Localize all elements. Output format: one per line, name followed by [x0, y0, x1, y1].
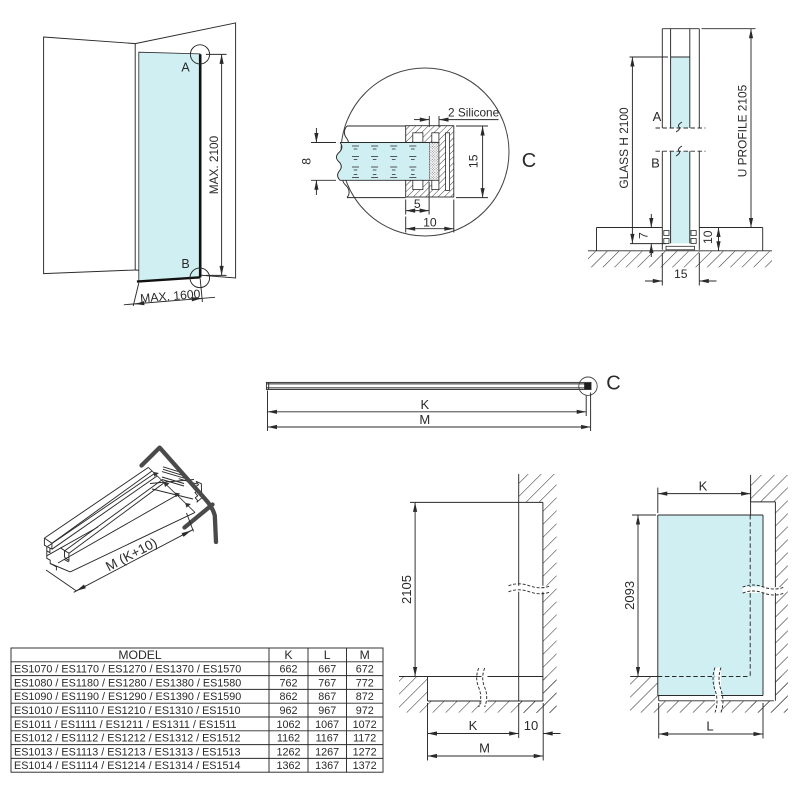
- svg-text:C: C: [606, 373, 620, 395]
- svg-text:1262: 1262: [276, 746, 300, 758]
- svg-text:MAX. 1600: MAX. 1600: [140, 287, 201, 306]
- svg-text:10: 10: [423, 215, 437, 229]
- svg-text:U PROFILE 2105: U PROFILE 2105: [736, 84, 750, 177]
- svg-text:10: 10: [701, 230, 715, 244]
- svg-text:2093: 2093: [622, 581, 637, 610]
- svg-text:L: L: [706, 719, 713, 734]
- svg-text:B: B: [181, 257, 189, 271]
- svg-text:ES1070 / ES1170 / ES1270 / ES1: ES1070 / ES1170 / ES1270 / ES1370 / ES15…: [14, 664, 241, 676]
- svg-text:C: C: [522, 150, 536, 172]
- svg-text:MODEL: MODEL: [118, 648, 162, 662]
- svg-text:ES1090 / ES1190 / ES1290 / ES1: ES1090 / ES1190 / ES1290 / ES1390 / ES15…: [14, 691, 241, 703]
- svg-text:1067: 1067: [315, 719, 339, 731]
- svg-text:MAX. 2100: MAX. 2100: [207, 135, 221, 194]
- svg-text:K: K: [420, 397, 429, 412]
- svg-text:1072: 1072: [353, 719, 377, 731]
- svg-text:1162: 1162: [277, 733, 300, 745]
- svg-text:872: 872: [356, 691, 374, 703]
- svg-text:1367: 1367: [315, 760, 339, 772]
- svg-text:L: L: [324, 648, 331, 662]
- svg-text:1167: 1167: [316, 733, 339, 745]
- svg-text:7: 7: [636, 232, 650, 239]
- svg-text:K: K: [699, 478, 708, 493]
- svg-text:967: 967: [318, 705, 336, 717]
- svg-text:762: 762: [279, 677, 297, 689]
- svg-text:B: B: [651, 156, 660, 171]
- svg-text:M: M: [479, 741, 490, 756]
- svg-text:ES1014 / ES1114 / ES1214 / ES1: ES1014 / ES1114 / ES1214 / ES1314 / ES15…: [14, 760, 241, 772]
- svg-text:662: 662: [279, 664, 297, 676]
- svg-text:ES1012 / ES1112 / ES1212 / ES1: ES1012 / ES1112 / ES1212 / ES1312 / ES15…: [14, 733, 241, 745]
- svg-text:1362: 1362: [276, 760, 300, 772]
- svg-text:672: 672: [356, 664, 374, 676]
- svg-text:2105: 2105: [399, 575, 414, 604]
- svg-text:1267: 1267: [315, 746, 339, 758]
- svg-text:1372: 1372: [353, 760, 377, 772]
- svg-text:1272: 1272: [353, 746, 377, 758]
- svg-text:15: 15: [674, 267, 688, 281]
- svg-text:15: 15: [466, 154, 480, 168]
- svg-text:10: 10: [524, 718, 538, 733]
- svg-text:1062: 1062: [276, 719, 300, 731]
- svg-text:ES1080 / ES1180 / ES1280 / ES1: ES1080 / ES1180 / ES1280 / ES1380 / ES15…: [14, 677, 241, 689]
- svg-text:1172: 1172: [353, 733, 376, 745]
- svg-text:767: 767: [318, 677, 336, 689]
- svg-text:ES1013 / ES1113 / ES1213 / ES1: ES1013 / ES1113 / ES1213 / ES1313 / ES15…: [14, 746, 241, 758]
- svg-text:A: A: [653, 109, 662, 124]
- svg-text:862: 862: [279, 691, 297, 703]
- svg-text:A: A: [181, 61, 190, 75]
- svg-text:867: 867: [318, 691, 336, 703]
- svg-text:M: M: [419, 412, 430, 427]
- svg-text:8: 8: [300, 158, 314, 165]
- svg-text:2 Silicone: 2 Silicone: [448, 105, 500, 119]
- svg-text:667: 667: [318, 664, 336, 676]
- svg-text:M: M: [360, 648, 370, 662]
- svg-text:772: 772: [356, 677, 374, 689]
- svg-text:ES1011 / ES1111 / ES1211 / ES1: ES1011 / ES1111 / ES1211 / ES1311 / ES15…: [14, 719, 237, 731]
- svg-text:GLASS H 2100: GLASS H 2100: [617, 107, 631, 189]
- svg-text:5: 5: [414, 197, 421, 211]
- svg-text:ES1010 / ES1110 / ES1210 / ES1: ES1010 / ES1110 / ES1210 / ES1310 / ES15…: [14, 705, 241, 717]
- svg-text:972: 972: [356, 705, 374, 717]
- svg-text:962: 962: [279, 705, 297, 717]
- svg-text:K: K: [469, 718, 478, 733]
- svg-text:K: K: [284, 648, 292, 662]
